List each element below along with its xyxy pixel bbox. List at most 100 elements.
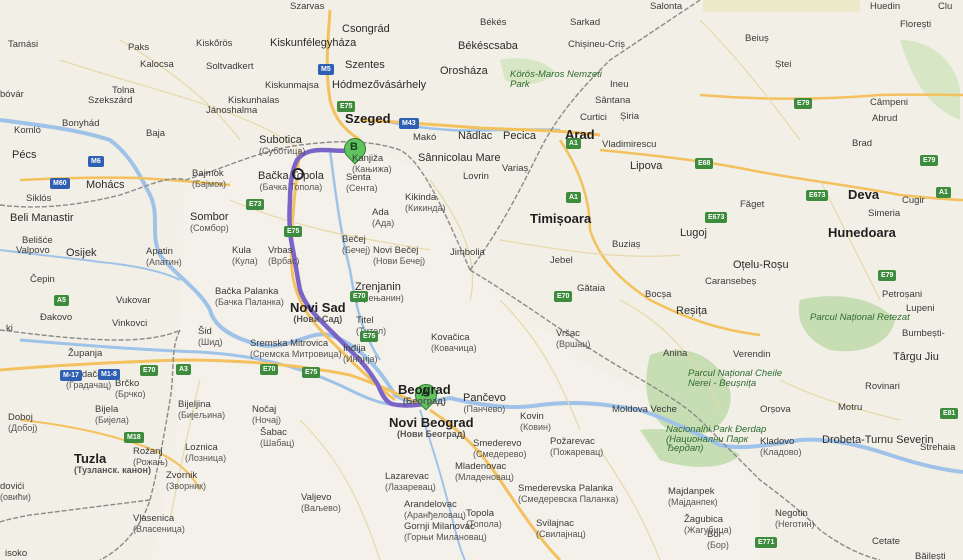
park-label[interactable]: Körös-Maros Nemzeti Park: [510, 69, 602, 90]
place-label[interactable]: Loznica(Лозница): [185, 443, 226, 463]
place-label[interactable]: Câmpeni: [870, 98, 908, 108]
route-waypoint[interactable]: [292, 168, 304, 180]
place-label[interactable]: Moldova Veche: [612, 405, 677, 415]
place-label[interactable]: Šabac(Шабац): [260, 428, 294, 448]
place-label[interactable]: Abrud: [872, 114, 897, 124]
place-label[interactable]: Curtici: [580, 113, 607, 123]
place-label[interactable]: Bečej(Бечеј): [342, 235, 370, 255]
place-label[interactable]: Gătaia: [577, 284, 605, 294]
place-label[interactable]: Vinkovci: [112, 319, 147, 329]
place-label[interactable]: Zrenjanin(Зрењанин): [355, 282, 404, 303]
place-label[interactable]: Novi Bečej(Нови Бечеј): [373, 246, 425, 266]
place-label[interactable]: Majdanpek(Мајданпек): [668, 487, 718, 507]
place-label[interactable]: Sombor(Сомбор): [190, 212, 229, 233]
place-label[interactable]: Komló: [14, 126, 41, 136]
place-label[interactable]: Kovačica(Ковачица): [431, 333, 477, 353]
place-label[interactable]: Osijek: [66, 248, 97, 259]
place-label[interactable]: Szekszárd: [88, 96, 132, 106]
place-label[interactable]: Szentes: [345, 60, 385, 71]
place-label[interactable]: Belišće: [22, 236, 53, 246]
place-label[interactable]: Orșova: [760, 405, 791, 415]
place-label[interactable]: Subotica(Суботица): [259, 135, 305, 156]
place-label[interactable]: Timișoara: [530, 212, 591, 225]
place-label[interactable]: Pécs: [12, 150, 36, 161]
place-label[interactable]: Valpovo: [16, 246, 50, 256]
place-label[interactable]: Békéscsaba: [458, 41, 518, 52]
place-label[interactable]: Rožanj(Рожањ): [133, 447, 168, 467]
place-label[interactable]: Tolna: [112, 86, 135, 96]
place-label[interactable]: Băilești: [915, 552, 946, 560]
place-label[interactable]: Verendin: [733, 350, 771, 360]
place-label[interactable]: Vrbas(Врбас): [268, 246, 299, 266]
place-label[interactable]: Šid(Шид): [198, 327, 223, 347]
place-label[interactable]: Szeged: [345, 112, 391, 125]
place-label[interactable]: Motru: [838, 403, 862, 413]
place-label[interactable]: Chișineu-Criș: [568, 40, 625, 50]
place-label[interactable]: Huedin: [870, 2, 900, 12]
place-label[interactable]: Paks: [128, 43, 149, 53]
place-label[interactable]: Kula(Кула): [232, 246, 258, 266]
place-label[interactable]: Požarevac(Пожаревац): [550, 437, 603, 457]
place-label[interactable]: Variaș: [502, 164, 528, 174]
place-label[interactable]: Tamási: [8, 40, 38, 50]
place-label[interactable]: Kiskunhalas: [228, 96, 279, 106]
place-label[interactable]: Ineu: [610, 80, 629, 90]
place-label[interactable]: Petroșani: [882, 290, 922, 300]
place-label[interactable]: Pančevo(Панчево): [463, 393, 506, 414]
place-label[interactable]: Kovin(Ковин): [520, 412, 551, 432]
place-label[interactable]: Smederevo(Смедерево): [473, 439, 526, 459]
place-label[interactable]: Beli Manastir: [10, 213, 74, 224]
place-label[interactable]: Arad: [565, 128, 595, 141]
place-label[interactable]: Lupeni: [906, 304, 935, 314]
place-label[interactable]: Kalocsa: [140, 60, 174, 70]
park-label[interactable]: Parcul Național Cheile Nerei - Beușnița: [688, 368, 782, 389]
place-label[interactable]: Békés: [480, 18, 506, 28]
place-label[interactable]: Vladimirescu: [602, 140, 656, 150]
place-label[interactable]: Jebel: [550, 256, 573, 266]
place-label[interactable]: Senta(Сента): [346, 173, 378, 193]
route-marker-b[interactable]: B: [339, 133, 371, 166]
place-label[interactable]: Rovinari: [865, 382, 900, 392]
place-label[interactable]: Lipova: [630, 161, 662, 172]
place-label[interactable]: Bijeljina(Бијељина): [178, 400, 225, 420]
place-label[interactable]: Brad: [852, 139, 872, 149]
place-label[interactable]: Vršac(Вршац): [556, 329, 590, 349]
place-label[interactable]: bóvár: [0, 90, 24, 100]
place-label[interactable]: isoko: [5, 549, 27, 559]
place-label[interactable]: Beiuș: [745, 34, 769, 44]
place-label[interactable]: Florești: [900, 20, 931, 30]
place-label[interactable]: Kiskőrös: [196, 39, 232, 49]
place-label[interactable]: Bačka Topola(Бачка Топола): [258, 171, 324, 192]
place-label[interactable]: Buziaș: [612, 240, 641, 250]
place-label[interactable]: Clu: [938, 2, 952, 12]
place-label[interactable]: Cetate: [872, 537, 900, 547]
place-label[interactable]: Bumbești-: [902, 329, 945, 339]
place-label[interactable]: Nočaj(Ночај): [252, 405, 281, 425]
place-label[interactable]: Mladenovac(Младеновац): [455, 462, 514, 482]
place-label[interactable]: Mohács: [86, 180, 125, 191]
place-label[interactable]: Sarkad: [570, 18, 600, 28]
place-label[interactable]: Brčko(Брчко): [115, 379, 145, 399]
place-label[interactable]: Sântana: [595, 96, 630, 106]
place-label[interactable]: Kiskunmajsa: [265, 81, 319, 91]
place-label[interactable]: Tuzla(Тузланск. канон): [74, 452, 151, 475]
place-label[interactable]: Hunedoara: [828, 226, 896, 239]
place-label[interactable]: Novi Beograd(Нови Београд): [389, 416, 474, 439]
place-label[interactable]: Topola(Топола): [466, 509, 502, 529]
place-label[interactable]: Șiria: [620, 112, 639, 122]
place-label[interactable]: Făget: [740, 200, 764, 210]
place-label[interactable]: Soltvadkert: [206, 62, 254, 72]
place-label[interactable]: Lugoj: [680, 228, 707, 239]
place-label[interactable]: Kladovo(Кладово): [760, 437, 801, 457]
place-label[interactable]: ki: [6, 324, 13, 334]
place-label[interactable]: Gradačac(Градачац): [66, 370, 111, 390]
place-label[interactable]: Bajmok(Бајмок): [192, 169, 226, 189]
place-label[interactable]: Deva: [848, 188, 879, 201]
place-label[interactable]: Kanjiža(Кањижа): [352, 154, 392, 174]
place-label[interactable]: Strehaia: [920, 443, 955, 453]
place-label[interactable]: Đakovo: [40, 313, 72, 323]
park-label[interactable]: Nacionalni Park Đerdap (Национални Парк …: [666, 424, 767, 454]
place-label[interactable]: Bocșa: [645, 290, 671, 300]
place-label[interactable]: Bijela(Бијела): [95, 405, 129, 425]
